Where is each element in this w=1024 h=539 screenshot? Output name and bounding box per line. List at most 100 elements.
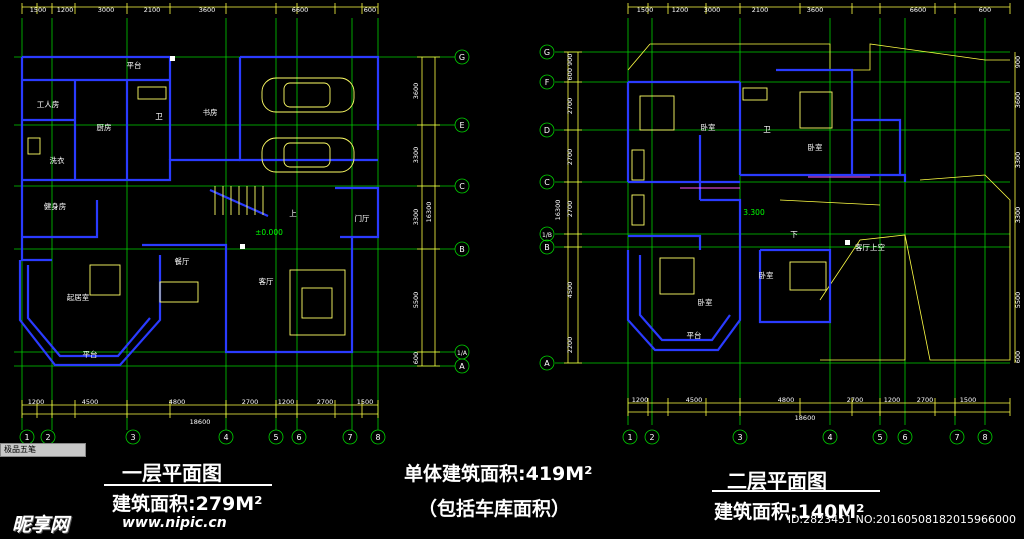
plan1-axis-bubble <box>268 429 284 445</box>
plan2-axis-bubble <box>644 429 660 445</box>
plan1-wall-living <box>224 250 354 354</box>
plan1-marker <box>170 56 175 61</box>
plan2-axis-label: F <box>545 78 550 87</box>
plan2-room-label: 卧室 <box>808 142 823 152</box>
plan2-axis-bubble <box>539 174 555 190</box>
plan1-dim-right-total-text: 16300 <box>425 202 433 223</box>
watermark-url: www.nipic.cn <box>122 515 227 531</box>
ime-toolbar[interactable]: 极品五笔 <box>0 443 86 457</box>
plan2-roof-outline <box>819 234 906 361</box>
plan1-axis-bubble <box>454 358 470 374</box>
plan2-wall <box>740 173 907 182</box>
plan2-roof-outline <box>779 199 881 206</box>
floor2-title-underline <box>712 490 880 492</box>
plan2-dim-left-text: 2200 <box>566 337 574 354</box>
plan2-dim-right-text: 600 <box>1014 351 1022 363</box>
plan1-armchair <box>89 264 121 296</box>
plan1-wall-mid <box>22 158 240 182</box>
plan1-room-label: 厨房 <box>97 122 112 132</box>
plan2-dim-right-text: 5500 <box>1014 292 1022 309</box>
plan1-coffee-table <box>301 287 333 319</box>
plan2-dim-top-text: 1500 <box>637 6 654 14</box>
plan2-room-label: 卫 <box>763 125 771 134</box>
floor1-title: 一层平面图 <box>122 461 222 485</box>
plan2-axis-label: 1/B <box>542 232 552 239</box>
plan1-bathtub <box>137 86 167 100</box>
plan2-dim-left-text: 2700 <box>566 98 574 115</box>
plan1-axis-bubble <box>454 241 470 257</box>
plan1-dim-top-text: 600 <box>364 6 376 14</box>
plan1-axis-label: C <box>459 182 465 191</box>
plan1-washer <box>27 137 41 155</box>
plan2-axis-bubble <box>822 429 838 445</box>
plan1-axis-bubble <box>454 178 470 194</box>
plan1-axis-label: 1 <box>24 433 29 442</box>
plan2-axis-bubble <box>539 355 555 371</box>
plan1-wall <box>22 200 99 239</box>
plan1-dim-top-text: 2100 <box>144 6 161 14</box>
plan2-dim-bottom-text: 4800 <box>778 396 795 404</box>
plan2-dim-top-text: 2100 <box>752 6 769 14</box>
plan2-dim-bottom-text: 2700 <box>847 396 864 404</box>
plan2-axis-label: 1 <box>627 433 632 442</box>
plan2-dim-bottom-text: 4500 <box>686 396 703 404</box>
plan1-dim-bottom-text: 2700 <box>317 398 334 406</box>
plan1-dim-bottom-text: 1500 <box>357 398 374 406</box>
plan1-dim-bottom-text: 4800 <box>169 398 186 406</box>
plan2-room-label: 卧室 <box>759 270 774 280</box>
plan1-dim-right-text: 5500 <box>412 292 420 309</box>
plan1-dim-bottom-text: 2700 <box>242 398 259 406</box>
plan1-axis-bubble <box>454 117 470 133</box>
plan1-dim-top-text: 3000 <box>98 6 115 14</box>
plan2-dim-left-text: 2700 <box>566 201 574 218</box>
plan1-axis-bubble <box>342 429 358 445</box>
plan2-axis-bubble <box>539 226 555 242</box>
plan2-axis-bubble <box>977 429 993 445</box>
plan1-axis-bubble <box>291 429 307 445</box>
plan1-dim-top-text: 1500 <box>30 6 47 14</box>
plan2-axis-bubble <box>872 429 888 445</box>
plan2-marker <box>845 240 850 245</box>
watermark-id: ID:2823451 NO:20160508182015966000 <box>787 513 1016 526</box>
plan1-dim-bottom-total-text: 18600 <box>190 418 211 426</box>
plan2-bed-3 <box>659 257 695 295</box>
plan1-axis-label: 2 <box>45 433 50 442</box>
plan2-dim-top-text: 3000 <box>704 6 721 14</box>
plan1-room-label: 客厅 <box>259 276 274 286</box>
plan2-dim-bottom-text: 1200 <box>632 396 649 404</box>
plan2-wall <box>852 118 902 175</box>
plan2-axis-bubble <box>539 74 555 90</box>
plan2-dim-bottom-text: 2700 <box>917 396 934 404</box>
plan2-room-label: 下 <box>790 230 798 239</box>
plan1-dim-right-text: 3300 <box>412 147 420 164</box>
plan2-axis-label: 5 <box>877 433 882 442</box>
plan1-axis-bubble <box>454 49 470 65</box>
plan2-axis-label: C <box>544 178 550 187</box>
plan2-axis-label: 8 <box>982 433 987 442</box>
plan1-axis-label: 6 <box>296 433 301 442</box>
plan1-dining-table <box>159 281 199 303</box>
plan2-wall <box>700 198 742 240</box>
plan1-axis-label: E <box>459 121 464 130</box>
plan1-dim-right-text: 600 <box>412 352 420 364</box>
plan1-dim-top-text: 1200 <box>57 6 74 14</box>
plan1-wall-dining <box>142 243 228 340</box>
plan2-bathtub <box>742 87 768 101</box>
plan1-wall-bay-inner <box>26 265 151 358</box>
plan1-dim-bottom-text: 1200 <box>28 398 45 406</box>
plan2-dim-left-total: 16300 <box>554 200 562 221</box>
plan1-room-label: 平台 <box>127 60 142 70</box>
plan1-dim-bottom-text: 1200 <box>278 398 295 406</box>
plan1-room-label: 健身房 <box>44 201 67 211</box>
plan2-axis-label: A <box>544 359 550 368</box>
plan2-axis-bubble <box>949 429 965 445</box>
plan1-room-label: 平台 <box>83 349 98 359</box>
plan2-dim-right-text: 3300 <box>1014 207 1022 224</box>
plan1-wall-porch <box>335 186 380 239</box>
plan1-room-label: 上 <box>289 209 297 218</box>
plan2-axis-label: 6 <box>902 433 907 442</box>
plan1-room-label: ±0.000 <box>255 228 283 237</box>
plan1-dim-top-text: 3600 <box>199 6 216 14</box>
floor2-title: 二层平面图 <box>727 469 827 493</box>
